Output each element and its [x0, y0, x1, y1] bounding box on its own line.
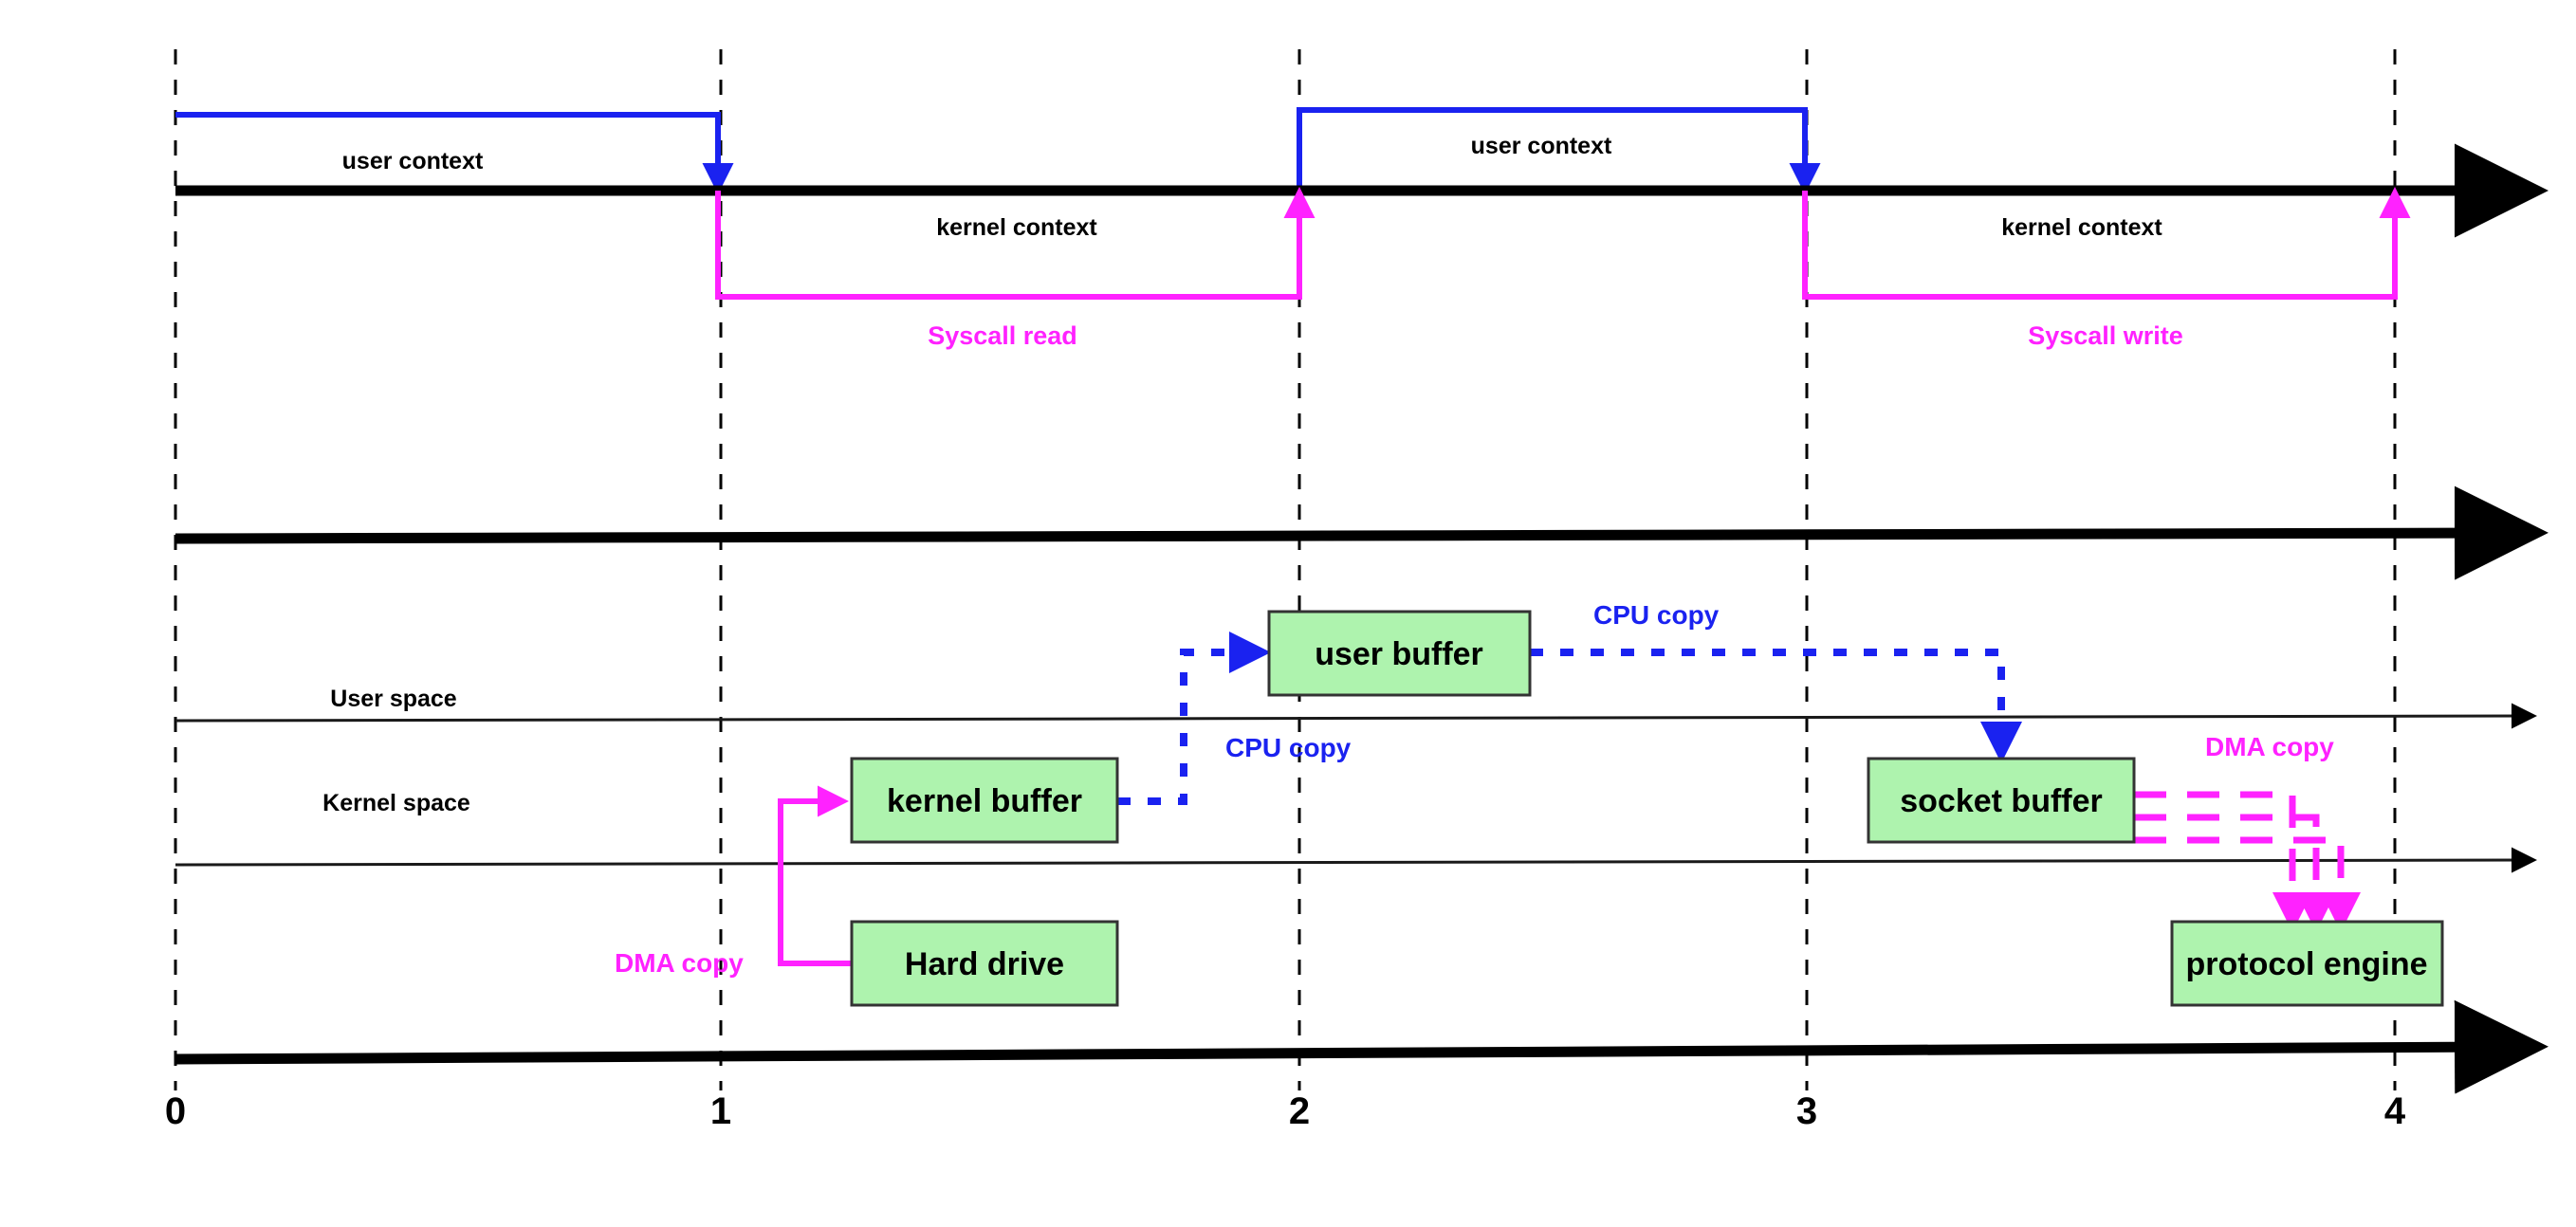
kernel-space-label: Kernel space [322, 790, 470, 816]
syscall-write-label: Syscall write [2028, 321, 2183, 350]
dma-arrow-c [2134, 836, 2361, 932]
kernel-buffer-rect[interactable] [850, 757, 1119, 844]
user-kernel-separator [175, 703, 2537, 729]
buffer-box-user-buffer[interactable]: user buffer [1267, 610, 1532, 697]
blue-user-context-1 [175, 112, 734, 194]
context-label-3: kernel context [2001, 214, 2162, 241]
tick-label-2: 2 [1289, 1090, 1310, 1132]
tick-label-4: 4 [2384, 1090, 2406, 1132]
dma-arrow-a [2134, 791, 2312, 932]
user-buffer-label: user buffer [1315, 636, 1483, 672]
dma-socket-to-engine-arrows [2134, 791, 2361, 932]
magenta-syscall-read [715, 187, 1316, 300]
copy-label-group: CPU copy CPU copy DMA copy DMA copy [615, 600, 2334, 978]
context-label-1: kernel context [936, 214, 1097, 241]
magenta-syscall-write [1802, 187, 2411, 300]
context-label-group: user context kernel context user context… [342, 133, 2163, 241]
protocol-engine-rect[interactable] [2170, 920, 2444, 1007]
blue-user-context-2 [1297, 107, 1821, 194]
protocol-engine-label: protocol engine [2186, 946, 2428, 982]
buffer-box-hard-drive[interactable]: Hard drive [850, 920, 1119, 1007]
dma-copy-label-disk-to-kernel: DMA copy [615, 948, 744, 978]
cpu-copy-label-user-to-socket: CPU copy [1593, 600, 1720, 630]
syscall-read-label: Syscall read [928, 321, 1077, 350]
tick-label-3: 3 [1796, 1090, 1817, 1132]
socket-buffer-rect[interactable] [1867, 757, 2136, 844]
bottom-timeline-axis [175, 999, 2548, 1094]
syscall-label-group: Syscall read Syscall write [928, 321, 2183, 350]
cpu-kernel-to-user-arrow [1117, 632, 1271, 805]
buffer-box-protocol-engine[interactable]: protocol engine [2170, 920, 2444, 1007]
space-label-group: User space Kernel space [322, 686, 470, 816]
hard-drive-rect[interactable] [850, 920, 1119, 1007]
dma-disk-to-kernel-arrow [778, 785, 852, 966]
tick-label-0: 0 [165, 1090, 186, 1132]
user-buffer-rect[interactable] [1267, 610, 1532, 697]
middle-timeline-axis [175, 485, 2548, 580]
tick-label-1: 1 [710, 1090, 731, 1132]
context-switch-traces [175, 107, 1821, 194]
time-gridlines [174, 49, 2397, 1090]
tick-label-group: 0 1 2 3 4 [165, 1090, 2406, 1132]
buffer-box-socket-buffer[interactable]: socket buffer [1867, 757, 2136, 844]
cpu-user-to-socket-arrow [1530, 649, 2022, 763]
context-label-2: user context [1471, 133, 1612, 159]
kernel-hardware-separator [175, 847, 2537, 873]
syscall-traces [715, 187, 2411, 300]
buffer-box-kernel-buffer[interactable]: kernel buffer [850, 757, 1119, 844]
cpu-copy-label-kernel-to-user: CPU copy [1225, 733, 1352, 762]
dma-copy-label-socket-to-engine: DMA copy [2205, 732, 2334, 761]
kernel-buffer-label: kernel buffer [887, 783, 1082, 819]
dma-arrow-b [2134, 814, 2336, 932]
context-label-0: user context [342, 148, 484, 174]
socket-buffer-label: socket buffer [1900, 783, 2103, 819]
hard-drive-label: Hard drive [905, 946, 1064, 982]
user-space-label: User space [330, 686, 457, 712]
